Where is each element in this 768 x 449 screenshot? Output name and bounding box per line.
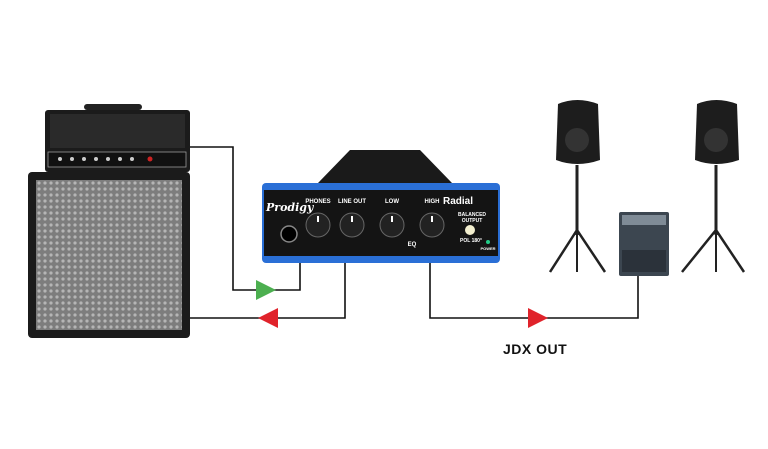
jdx-out-label: JDX OUT [503, 341, 568, 357]
knob-label-low: LOW [385, 199, 399, 205]
eq-label: EQ [407, 242, 417, 248]
speaker-cabinet [28, 172, 190, 338]
knob-label-phones: PHONES [305, 199, 331, 205]
balanced-output-label: BALANCED OUTPUT [457, 212, 487, 224]
jdx-arrow-icon [528, 308, 548, 328]
amp-head [45, 104, 190, 172]
knob-label-high: HIGH [424, 199, 440, 205]
cable-jdx-to-mixer [429, 262, 639, 319]
device-brand: Radial [443, 196, 474, 207]
pol-label: POL 180° [460, 238, 482, 244]
device-model: Prodigy [266, 201, 314, 214]
cable-lineout-to-cab [190, 262, 346, 319]
mixer [619, 212, 669, 276]
send-arrow-icon [256, 280, 276, 300]
power-label: POWER [480, 246, 496, 251]
pa-speaker-right [681, 100, 746, 273]
cable-amp-to-phones [190, 146, 301, 291]
knob-label-line-out: LINE OUT [338, 199, 366, 205]
pa-speaker-left [548, 100, 607, 273]
radial-prodigy-device [262, 150, 500, 263]
return-arrow-icon [258, 308, 278, 328]
